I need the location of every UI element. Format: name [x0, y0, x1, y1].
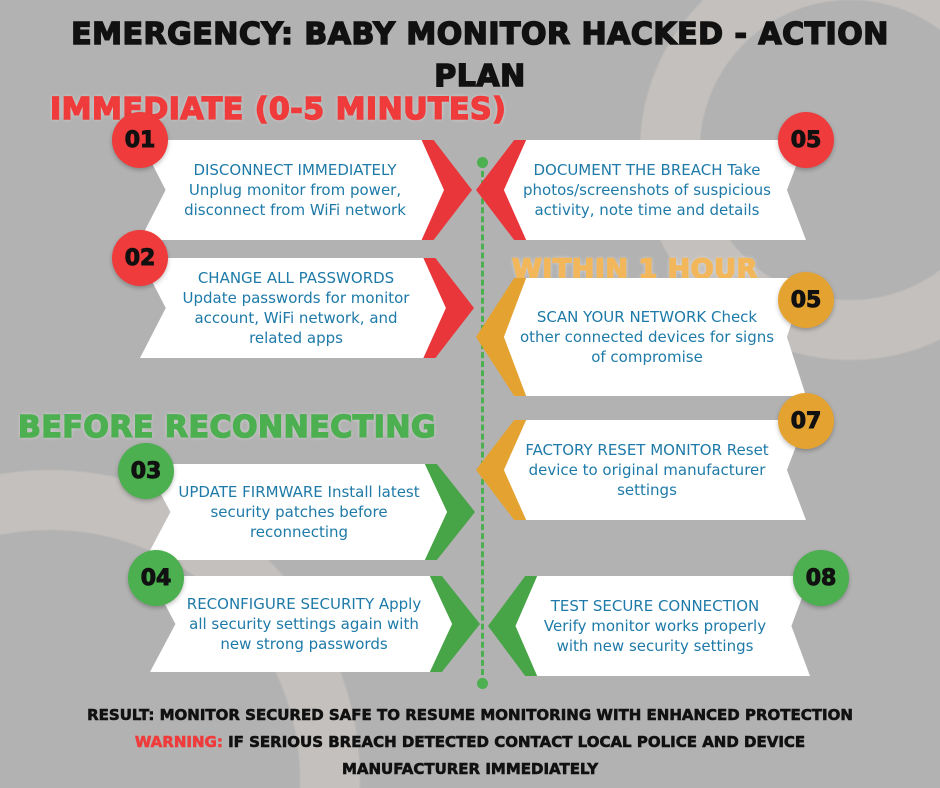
card-body	[503, 140, 806, 240]
page-title: EMERGENCY: BABY MONITOR HACKED - ACTION …	[70, 16, 889, 95]
card-body	[515, 576, 810, 676]
warning-body: IF SERIOUS BREACH DETECTED CONTACT LOCAL…	[222, 733, 806, 779]
warning-label: WARNING:	[134, 733, 224, 752]
step-text: CHANGE ALL PASSWORDS Update passwords fo…	[182, 269, 410, 347]
step-card-03: UPDATE FIRMWARE Install latest security …	[145, 464, 475, 560]
step-text: FACTORY RESET MONITOR Reset device to or…	[525, 441, 769, 499]
step-badge: 01	[112, 112, 168, 168]
step-card-05: DOCUMENT THE BREACH Take photos/screensh…	[476, 140, 806, 240]
step-badge: 02	[112, 230, 168, 286]
step-badge: 04	[128, 550, 184, 606]
step-card-07: FACTORY RESET MONITOR Reset device to or…	[476, 420, 806, 520]
card-body	[145, 464, 448, 560]
step-text: UPDATE FIRMWARE Install latest security …	[178, 483, 420, 541]
card-body	[503, 420, 806, 520]
step-text: SCAN YOUR NETWORK Check other connected …	[519, 308, 775, 366]
step-card-04: RECONFIGURE SECURITY Apply all security …	[150, 576, 480, 672]
step-badge: 07	[778, 393, 834, 449]
step-card-05b: SCAN YOUR NETWORK Check other connected …	[476, 278, 806, 396]
step-card-08: TEST SECURE CONNECTION Verify monitor wo…	[488, 576, 810, 676]
warning-text: WARNING: IF SERIOUS BREACH DETECTED CONT…	[0, 729, 940, 783]
step-card-02: CHANGE ALL PASSWORDS Update passwords fo…	[140, 258, 474, 358]
step-text: RECONFIGURE SECURITY Apply all security …	[186, 595, 422, 653]
card-body	[140, 140, 444, 240]
section-before-reconnecting: BEFORE RECONNECTING	[17, 409, 437, 446]
step-card-01: DISCONNECT IMMEDIATELY Unplug monitor fr…	[140, 140, 472, 240]
step-text: TEST SECURE CONNECTION Verify monitor wo…	[543, 597, 767, 655]
step-badge: 03	[118, 443, 174, 499]
step-badge: 05	[778, 272, 834, 328]
timeline-dot	[477, 678, 488, 689]
step-text: DISCONNECT IMMEDIATELY Unplug monitor fr…	[184, 161, 406, 219]
timeline-line	[481, 162, 484, 684]
card-body	[150, 576, 453, 672]
result-text: RESULT: MONITOR SECURED SAFE TO RESUME M…	[87, 706, 853, 725]
step-text: DOCUMENT THE BREACH Take photos/screensh…	[523, 161, 771, 219]
step-badge: 08	[793, 550, 849, 606]
card-body	[503, 278, 806, 396]
step-badge: 05	[778, 112, 834, 168]
card-body	[140, 258, 446, 358]
timeline-dot	[477, 157, 488, 168]
